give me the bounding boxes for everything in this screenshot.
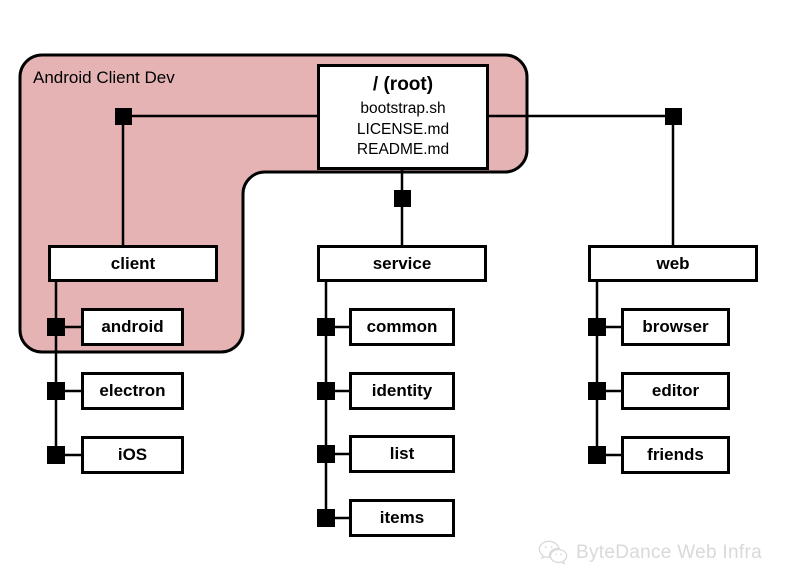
junction-marker-friends <box>588 446 606 464</box>
node-common-label: common <box>366 317 438 337</box>
node-identity-label: identity <box>371 381 433 401</box>
node-root-file-1: LICENSE.md <box>356 120 450 138</box>
node-client[interactable]: client <box>48 245 218 282</box>
junction-marker-items <box>317 509 335 527</box>
watermark-text: ByteDance Web Infra <box>576 542 762 563</box>
node-android[interactable]: android <box>81 308 184 346</box>
node-root-file-2: README.md <box>356 141 450 159</box>
node-service[interactable]: service <box>317 245 487 282</box>
node-items[interactable]: items <box>349 499 455 537</box>
junction-marker-list <box>317 445 335 463</box>
junction-marker-web-top <box>665 108 682 125</box>
node-identity[interactable]: identity <box>349 372 455 410</box>
node-ios-label: iOS <box>117 445 148 465</box>
node-electron-label: electron <box>99 381 166 401</box>
node-friends[interactable]: friends <box>621 436 730 474</box>
junction-marker-client-top <box>115 108 132 125</box>
junction-marker-android <box>47 318 65 336</box>
node-web[interactable]: web <box>588 245 758 282</box>
node-common[interactable]: common <box>349 308 455 346</box>
node-root[interactable]: / (root) bootstrap.sh LICENSE.md README.… <box>317 64 489 170</box>
junction-marker-identity <box>317 382 335 400</box>
node-root-title: / (root) <box>372 74 434 95</box>
node-friends-label: friends <box>647 445 704 465</box>
node-editor[interactable]: editor <box>621 372 730 410</box>
node-browser-label: browser <box>642 317 709 337</box>
watermark: ByteDance Web Infra <box>538 540 762 566</box>
node-service-label: service <box>372 253 432 273</box>
node-items-label: items <box>379 508 425 528</box>
node-list[interactable]: list <box>349 435 455 473</box>
junction-marker-editor <box>588 382 606 400</box>
node-ios[interactable]: iOS <box>81 436 184 474</box>
junction-marker-service-top <box>394 190 411 207</box>
node-electron[interactable]: electron <box>81 372 184 410</box>
wechat-icon <box>538 540 568 565</box>
node-editor-label: editor <box>651 381 700 401</box>
junction-marker-common <box>317 318 335 336</box>
group-label-android-client-dev: Android Client Dev <box>33 68 175 87</box>
node-android-label: android <box>101 317 164 337</box>
node-root-file-0: bootstrap.sh <box>360 100 446 117</box>
node-client-label: client <box>110 253 156 273</box>
node-browser[interactable]: browser <box>621 308 730 346</box>
node-list-label: list <box>389 444 415 464</box>
junction-marker-ios <box>47 446 65 464</box>
junction-marker-electron <box>47 382 65 400</box>
junction-marker-browser <box>588 318 606 336</box>
node-web-label: web <box>656 253 690 273</box>
